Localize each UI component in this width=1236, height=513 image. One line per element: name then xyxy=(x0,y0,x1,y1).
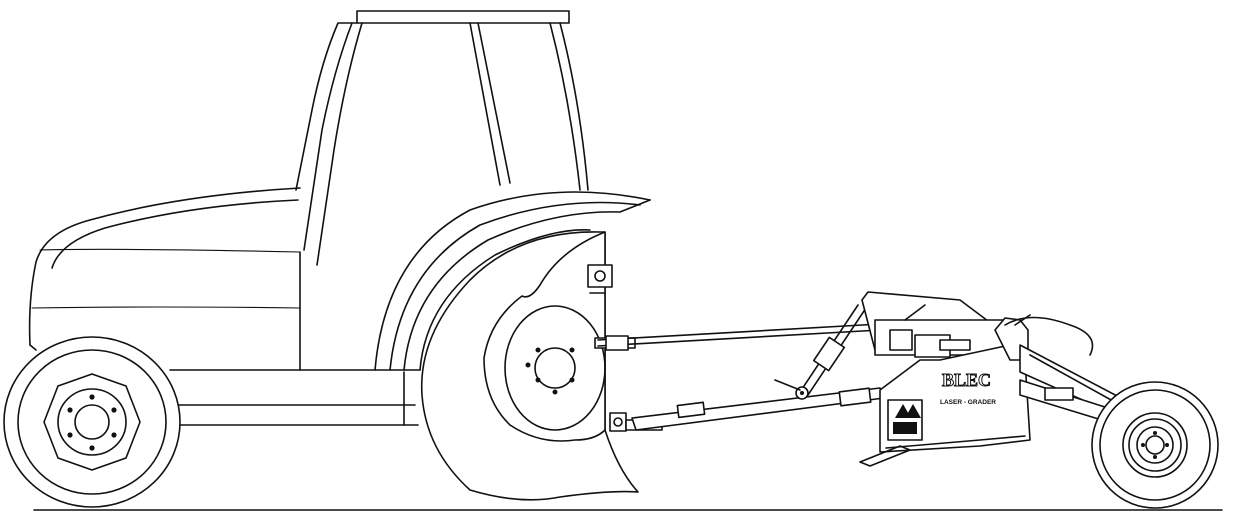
blade-plate xyxy=(859,344,1031,467)
hitch-mounts xyxy=(587,264,663,432)
grader-frame xyxy=(861,291,1006,358)
brand-logo: BLEC xyxy=(942,370,991,390)
rear-fender xyxy=(374,191,651,371)
hydraulic-cylinder xyxy=(774,304,867,400)
rear-wheel xyxy=(420,231,639,501)
grader-mast xyxy=(994,314,1094,361)
lower-link xyxy=(631,387,885,431)
three-point-linkage xyxy=(597,304,885,431)
cab-roof xyxy=(356,10,570,24)
front-wheel xyxy=(3,336,181,508)
grader-wheel xyxy=(1091,381,1219,509)
top-link xyxy=(597,323,881,351)
tractor xyxy=(3,10,663,508)
product-name-label: LASER - GRADER xyxy=(940,399,996,406)
hood xyxy=(28,187,301,351)
body-frame xyxy=(169,251,421,426)
laser-grader: BLEC LASER - GRADER xyxy=(859,291,1219,509)
cab-frame xyxy=(295,22,589,266)
